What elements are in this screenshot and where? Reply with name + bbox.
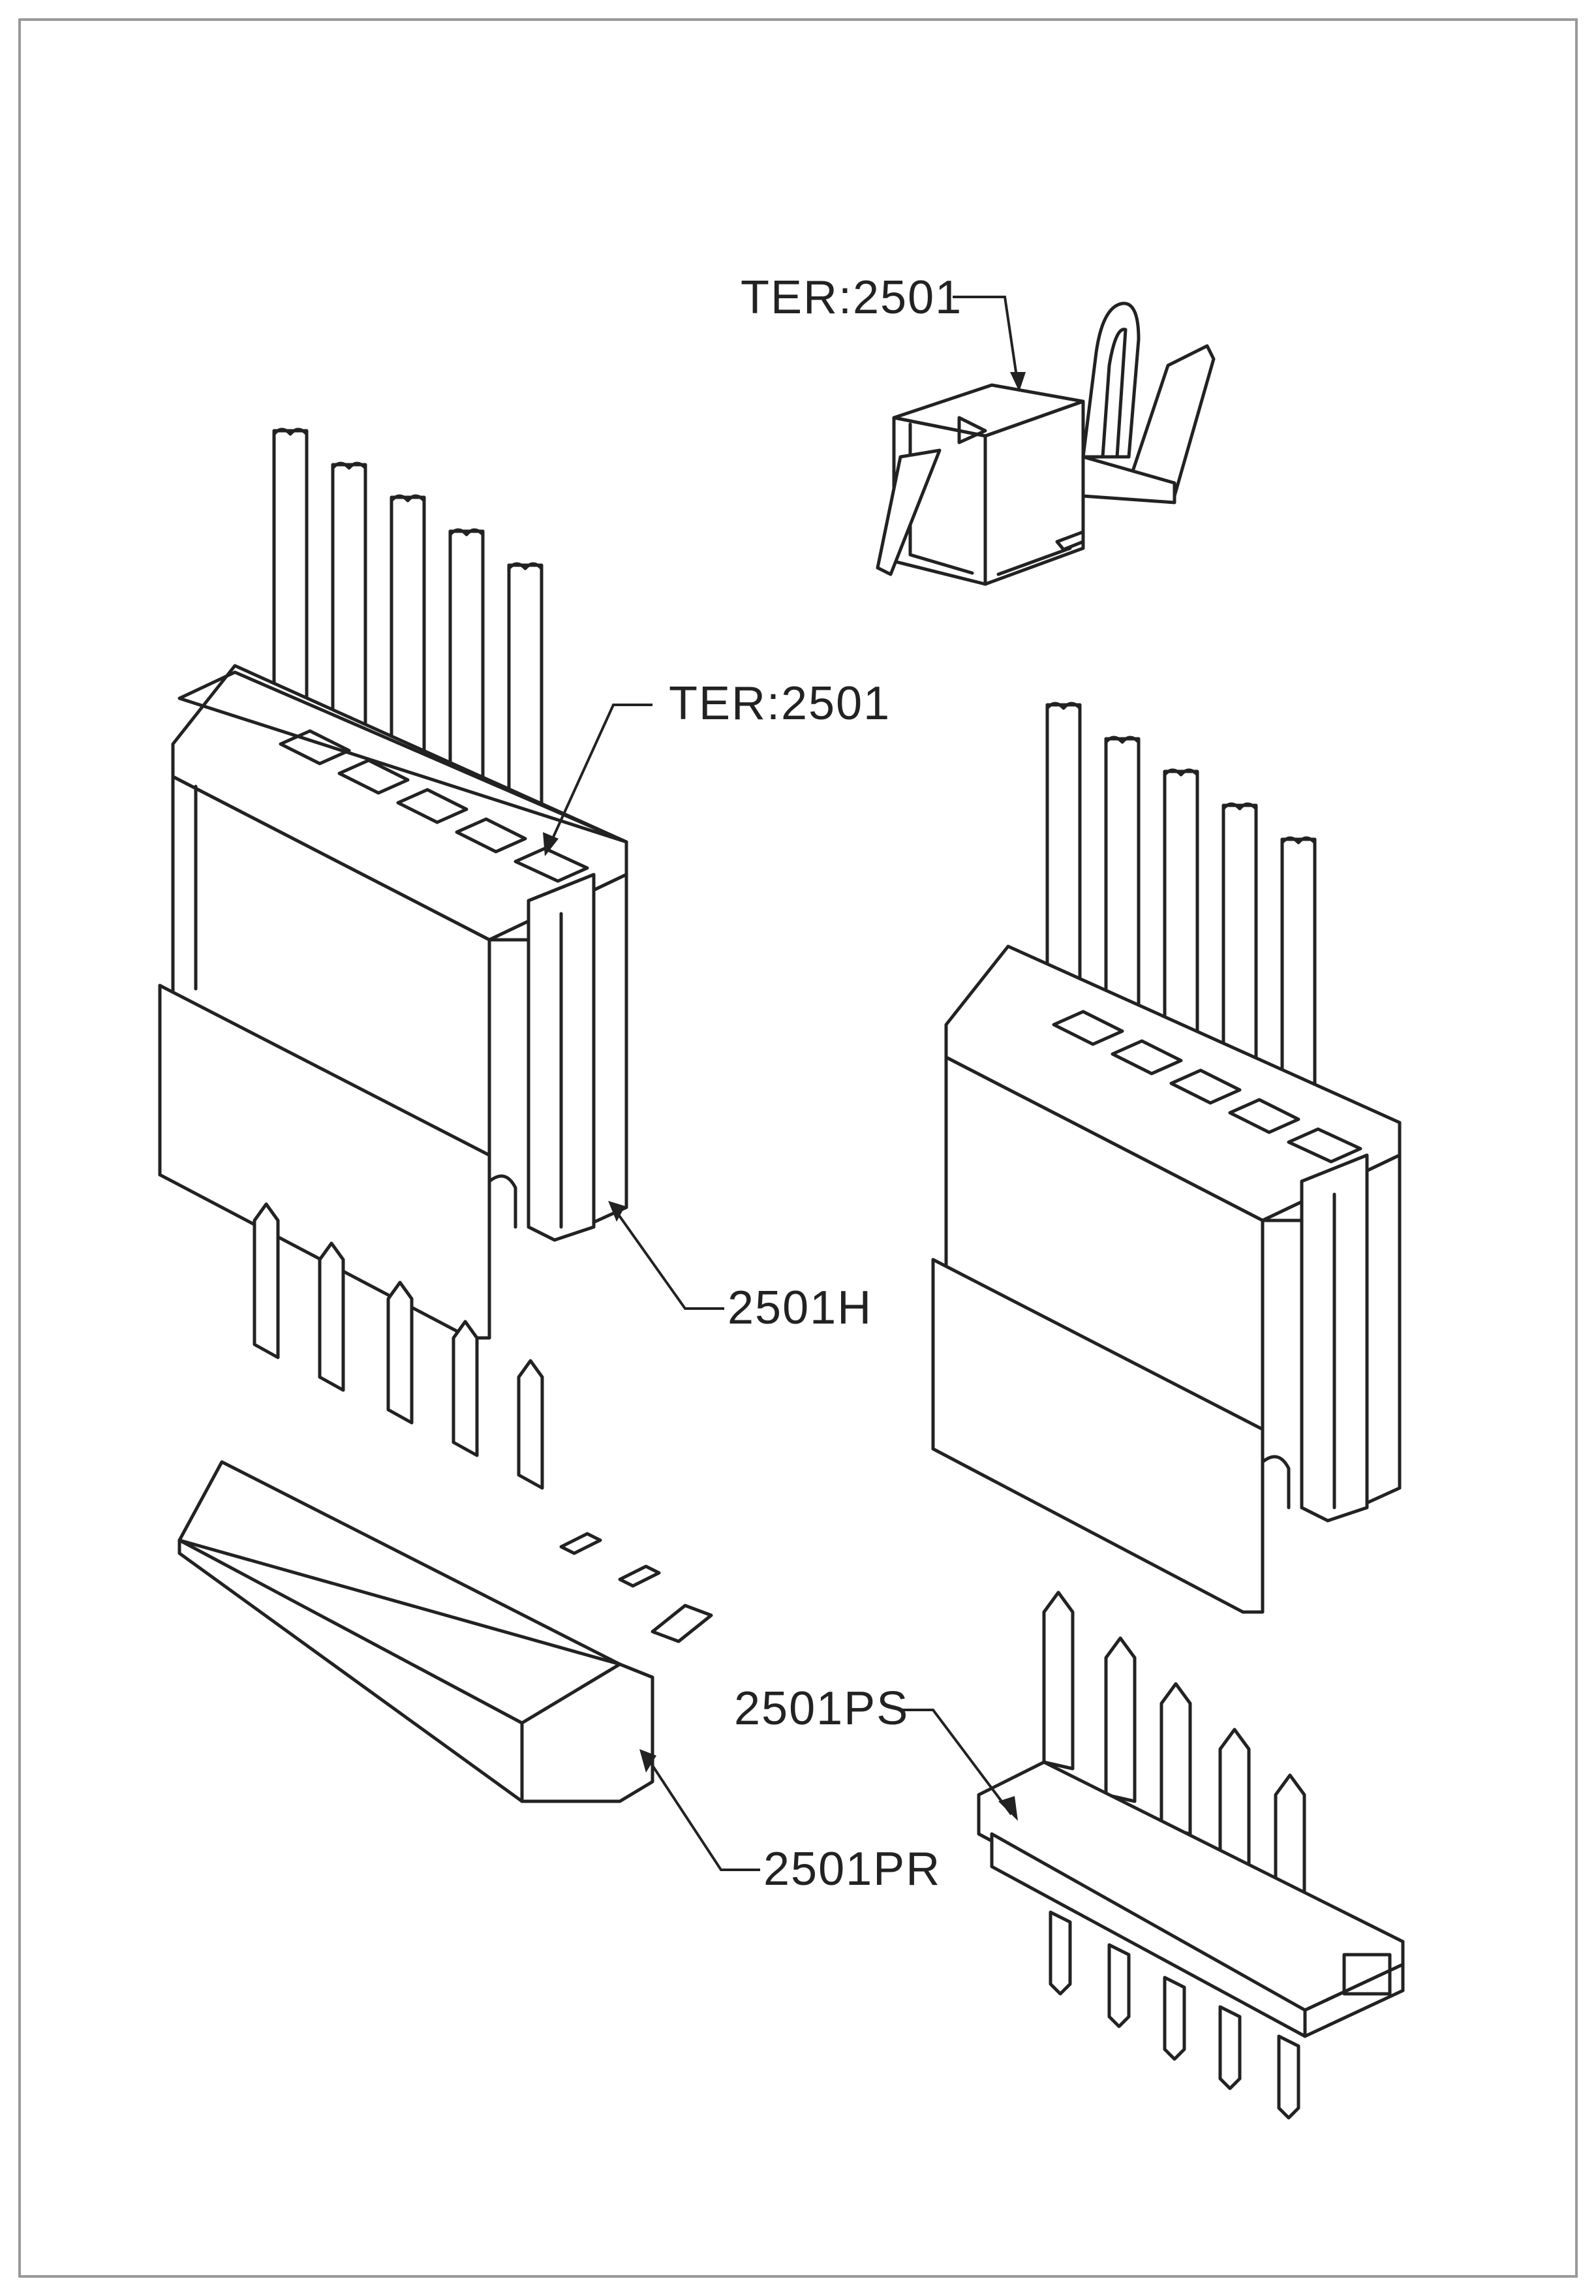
callout-terminal-top: TER:2501 (741, 271, 962, 324)
housing-2501h-drawing (158, 427, 628, 1340)
housing-mated-drawing (931, 702, 1402, 1614)
leader-straight-header (900, 1709, 1013, 1816)
arrowhead-straight-header (998, 1796, 1018, 1821)
callout-straight-header: 2501PS (734, 1683, 909, 1735)
header-2501ps-drawing (977, 1590, 1405, 2120)
housing-wires (272, 427, 544, 880)
ps-pins-bottom (1049, 1910, 1300, 2120)
leader-terminal-top (953, 296, 1019, 386)
arrowhead-terminal-housing (543, 832, 559, 856)
ps-pins-top (1042, 1590, 1306, 1901)
arrowhead-housing (608, 1201, 625, 1222)
leader-terminal-housing (547, 704, 652, 849)
callout-right-angle-header: 2501PR (763, 1843, 941, 1895)
sheet-border (18, 18, 1578, 2278)
callout-terminal-housing: TER:2501 (669, 677, 891, 730)
callout-leaders (543, 296, 1026, 1871)
arrowhead-right-angle-header (639, 1749, 656, 1773)
terminal-2501-drawing (876, 302, 1216, 586)
mated-housing-cavities (1052, 1010, 1362, 1164)
leader-right-angle-header (645, 1754, 760, 1871)
leader-housing (612, 1206, 724, 1310)
callout-housing: 2501H (728, 1282, 872, 1334)
pr-pins (253, 1202, 713, 1643)
arrowhead-terminal-top (1010, 372, 1026, 392)
housing-cavities (279, 729, 589, 883)
header-2501pr-drawing (177, 1202, 713, 1803)
